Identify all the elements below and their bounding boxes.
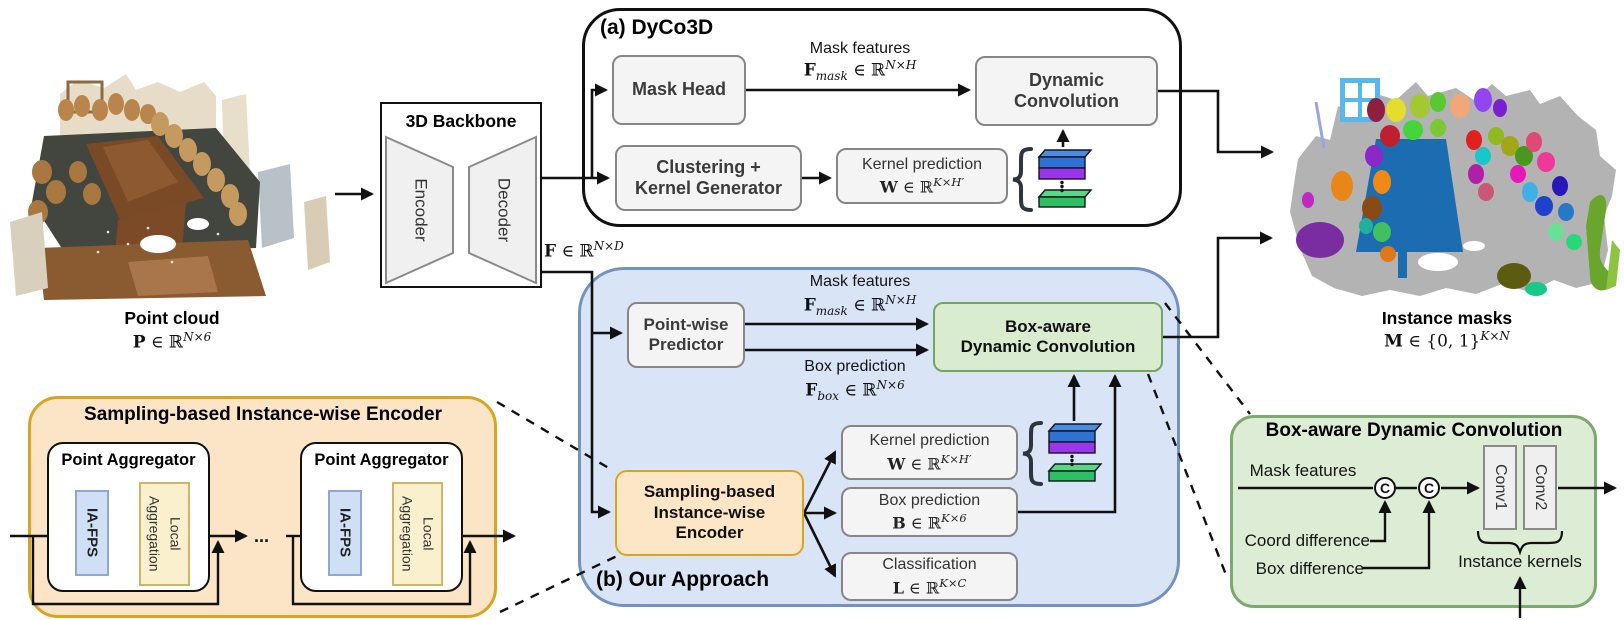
instance-masks-formula: M ∈ {0, 1}K×N: [1384, 329, 1510, 352]
clustering-kernel-generator-box: Clustering + Kernel Generator: [615, 145, 802, 211]
ellipsis-dots: [1070, 454, 1074, 467]
point-aggregator-2: Point Aggregator IA-FPS Local Aggregatio…: [300, 442, 463, 592]
conv2-box: Conv2: [1523, 445, 1557, 530]
concat-node-1: C: [1374, 477, 1396, 499]
decoder-label: Decoder: [495, 178, 514, 243]
backbone-box: 3D Backbone Encoder Decoder: [380, 102, 542, 288]
our-classification-box: Classification L ∈ ℝK×C: [841, 552, 1018, 601]
our-box-prediction-box: Box prediction B ∈ ℝK×6: [841, 487, 1018, 537]
aggregator-ellipsis: ...: [254, 526, 270, 546]
mask-head-box: Mask Head: [612, 55, 746, 125]
point-aggregator-1: Point Aggregator IA-FPS Local Aggregatio…: [47, 442, 210, 592]
our-boxpred-arrow-label: Box prediction: [804, 358, 906, 375]
chairs-right-row: [151, 112, 247, 226]
our-mask-features-label: Mask features: [809, 273, 911, 290]
backbone-title: 3D Backbone: [405, 111, 517, 131]
conv1-box: Conv1: [1483, 445, 1517, 530]
detail-mask-features-label: Mask features: [1249, 461, 1357, 480]
our-approach-title: (b) Our Approach: [596, 568, 770, 591]
backbone-output-formula: F ∈ ℝN×D: [544, 239, 624, 262]
instance-masks-label: Instance masks: [1381, 308, 1513, 328]
dyco3d-kernel-prediction-box: Kernel prediction W ∈ ℝK×H′: [836, 148, 1008, 204]
ia-fps-box: IA-FPS: [328, 490, 362, 576]
kernel-bars-b: [1047, 423, 1103, 482]
our-boxpred-arrow-formula: Fbox ∈ ℝN×6: [805, 378, 905, 404]
dynamic-convolution-box: Dynamic Convolution: [975, 56, 1158, 126]
instance-kernels-label: Instance kernels: [1458, 552, 1582, 571]
dyco3d-mask-features-formula: Fmask ∈ ℝN×H: [803, 58, 917, 84]
ellipsis-dots: [1060, 180, 1064, 193]
box-aware-dynamic-convolution-box: Box-aware Dynamic Convolution: [933, 302, 1163, 372]
point-cloud-image: [10, 74, 330, 300]
local-aggregation-box: Local Aggregation: [139, 482, 190, 586]
speckles: [96, 226, 220, 264]
point-cloud-formula: P ∈ ℝN×6: [132, 330, 212, 353]
kernel-bars-a: [1037, 149, 1093, 208]
instance-masks-scene: [1290, 78, 1620, 296]
dyco3d-mask-features-label: Mask features: [809, 40, 911, 57]
sampling-instance-encoder-box: Sampling-based Instance-wise Encoder: [615, 470, 804, 556]
point-aggregator-label: Point Aggregator: [314, 451, 449, 469]
box-aware-detail-title: Box-aware Dynamic Convolution: [1265, 420, 1563, 441]
dyco3d-title: (a) DyCo3D: [600, 16, 714, 39]
point-cloud-scene: [10, 74, 330, 300]
encoder-decoder-glyph: Encoder Decoder: [385, 135, 537, 285]
instance-encoder-title: Sampling-based Instance-wise Encoder: [84, 404, 442, 425]
encoder-label: Encoder: [412, 178, 431, 242]
local-aggregation-box: Local Aggregation: [392, 482, 443, 586]
our-kernel-prediction-box: Kernel prediction W ∈ ℝK×H′: [841, 425, 1018, 480]
chairs-back-row: [58, 93, 156, 124]
concat-node-2: C: [1418, 477, 1440, 499]
point-wise-predictor-box: Point-wise Predictor: [627, 302, 745, 368]
point-cloud-label: Point cloud: [124, 308, 220, 328]
instance-blobs: [1296, 88, 1620, 296]
coord-difference-label: Coord difference: [1244, 531, 1370, 550]
ia-fps-box: IA-FPS: [75, 490, 109, 576]
point-aggregator-label: Point Aggregator: [61, 451, 196, 469]
box-difference-label: Box difference: [1255, 559, 1364, 578]
instance-masks-image: [1290, 78, 1620, 296]
our-mask-features-formula: Fmask ∈ ℝN×H: [803, 293, 917, 319]
